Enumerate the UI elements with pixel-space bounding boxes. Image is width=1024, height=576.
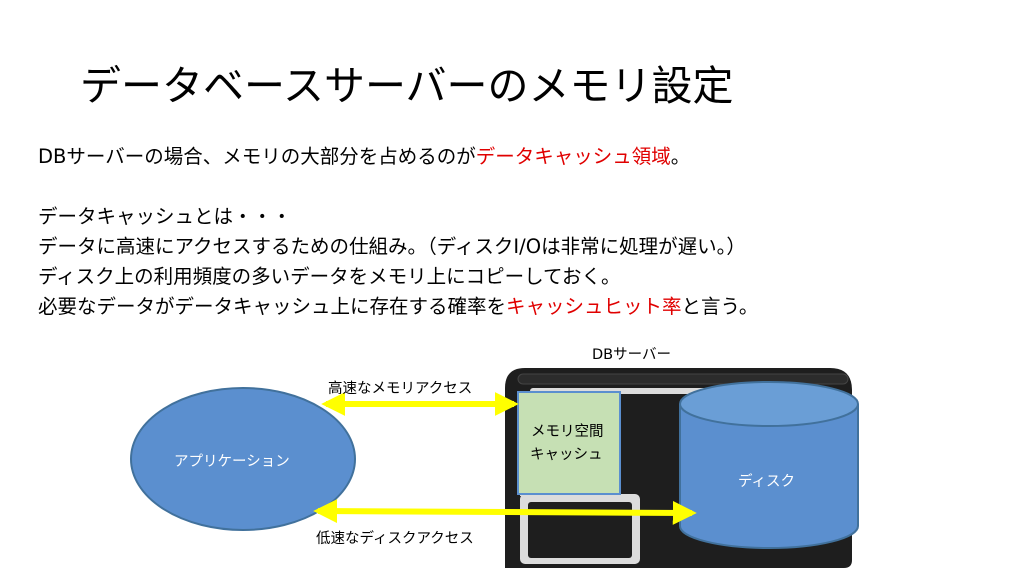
- text-line-1-post: 。: [670, 145, 691, 168]
- text-line-1: DBサーバーの場合、メモリの大部分を占めるのがデータキャッシュ領域。: [38, 142, 758, 172]
- text-line-5: ディスク上の利用頻度の多いデータをメモリ上にコピーしておく。: [38, 265, 621, 288]
- text-line-3: データキャッシュとは・・・: [38, 205, 292, 228]
- application-label: アプリケーション: [174, 454, 290, 470]
- text-line-4: データに高速にアクセスするための仕組み。（ディスクI/Oは非常に処理が遅い。）: [38, 235, 746, 258]
- data-cache-area-highlight: データキャッシュ領域: [475, 145, 671, 168]
- fast-access-label: 高速なメモリアクセス: [328, 381, 473, 397]
- text-line-6-pre: 必要なデータがデータキャッシュ上に存在する確率を: [38, 295, 507, 318]
- slow-access-label: 低速なディスクアクセス: [316, 531, 474, 547]
- cache-label-line-1: メモリ空間: [531, 424, 604, 440]
- disk-cylinder: [679, 381, 859, 549]
- cache-box: [517, 391, 621, 495]
- page-title: データベースサーバーのメモリ設定: [80, 62, 734, 110]
- explanation-text: DBサーバーの場合、メモリの大部分を占めるのがデータキャッシュ領域。 データキャ…: [38, 142, 758, 322]
- disk-label: ディスク: [738, 474, 795, 490]
- slow-disk-access-arrow: [313, 499, 697, 525]
- db-server-label: DBサーバー: [592, 347, 671, 363]
- cache-label-line-2: キャッシュ: [530, 447, 603, 463]
- text-line-1-pre: DBサーバーの場合、メモリの大部分を占めるのが: [38, 145, 476, 168]
- cache-hit-rate-highlight: キャッシュヒット率: [506, 295, 682, 318]
- text-line-6: 必要なデータがデータキャッシュ上に存在する確率をキャッシュヒット率と言う。: [38, 292, 758, 322]
- text-line-6-post: と言う。: [681, 295, 759, 318]
- application-ellipse: [130, 387, 356, 531]
